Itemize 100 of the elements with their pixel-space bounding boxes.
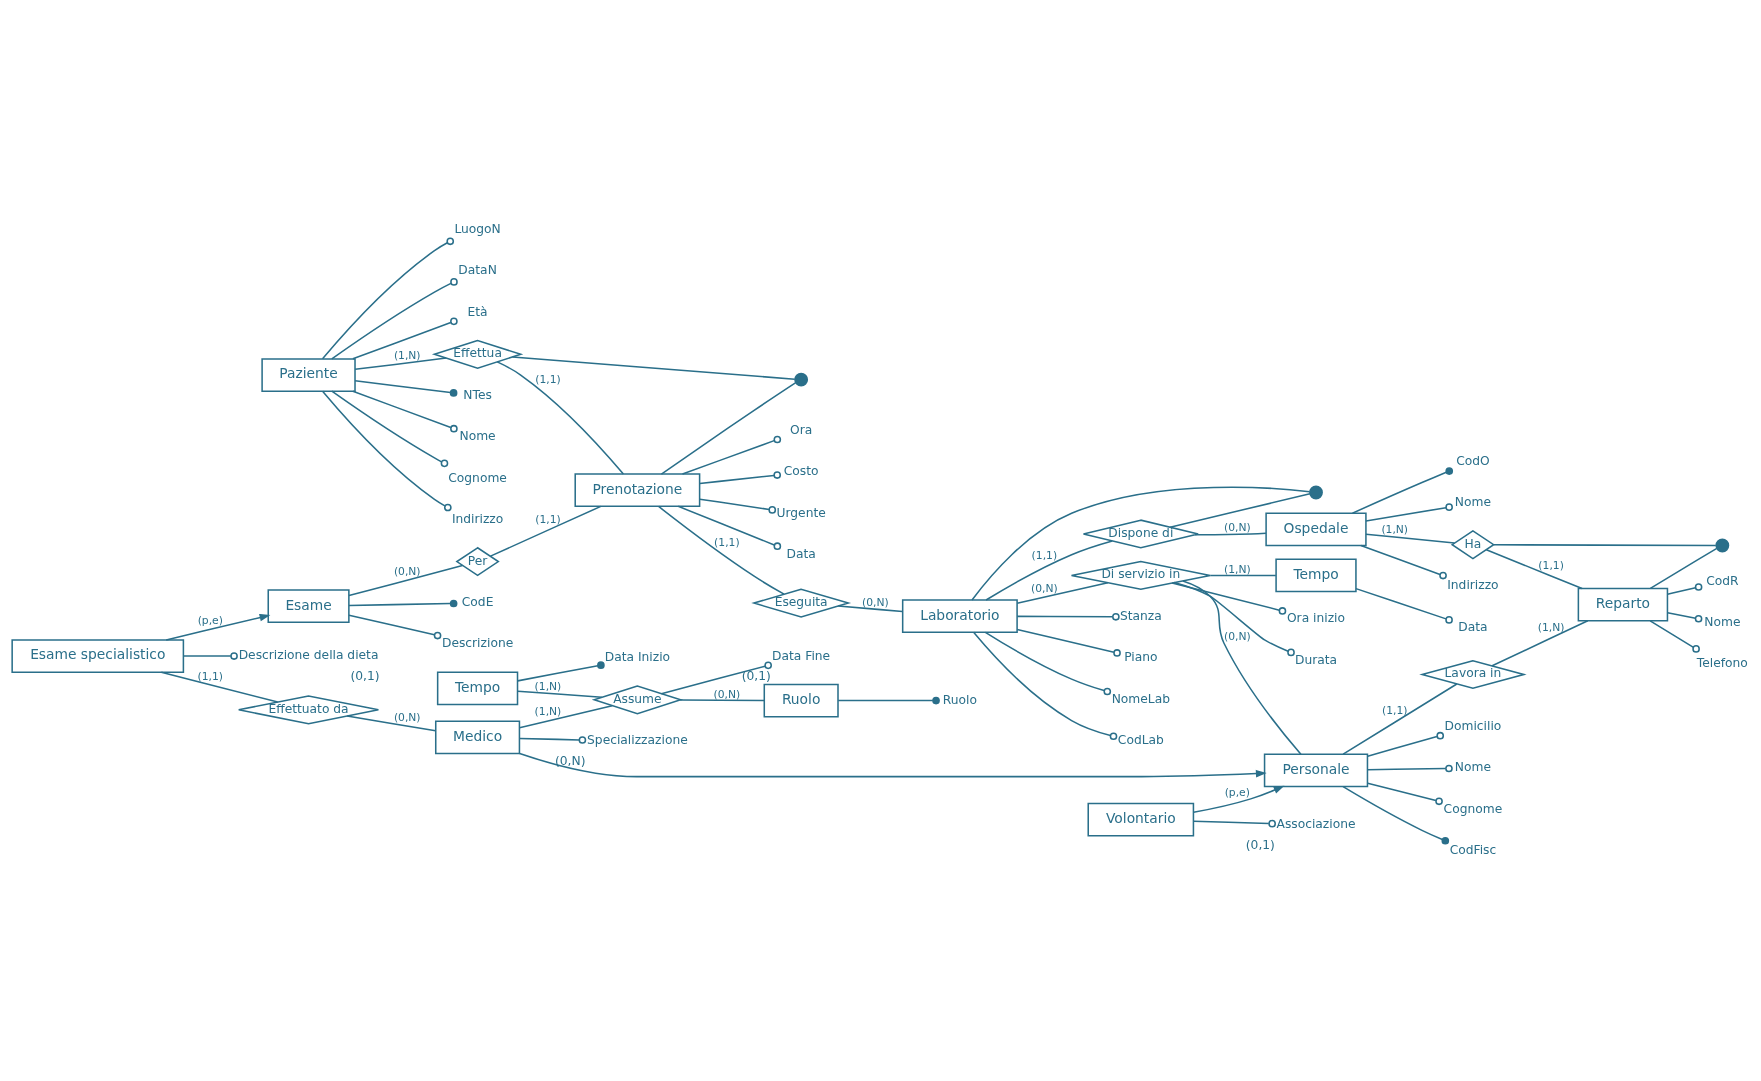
connector: [348, 599, 458, 608]
edge-label: (0,N): [713, 687, 741, 701]
node-text: CodFisc: [1449, 843, 1497, 858]
connector: [518, 736, 587, 744]
node-box: Prenotazione: [574, 473, 701, 508]
node-diamond: Per: [455, 546, 500, 577]
connector: [1366, 782, 1443, 806]
node-text: Descrizione della dieta: [238, 647, 379, 662]
connector: [1360, 544, 1447, 580]
connector: [511, 356, 796, 380]
node-text: Data Inizio: [604, 650, 671, 665]
node-diamond: Dispone di: [1082, 519, 1199, 549]
edge-label: (0,N): [1223, 630, 1251, 644]
node-text: Indirizzo: [451, 512, 504, 527]
edge-label: (1,1): [535, 513, 561, 527]
connector: [1355, 587, 1453, 624]
connector: [1016, 612, 1120, 621]
connector: [1493, 544, 1717, 547]
edge-label: (1,1): [1538, 558, 1564, 572]
node-text: Data: [1458, 619, 1488, 634]
edge-label: (1,N): [534, 705, 562, 719]
edge-label: (1,1): [535, 372, 561, 386]
connector: [352, 317, 458, 360]
connector: [1365, 503, 1453, 522]
node-text: Data: [786, 547, 816, 562]
connector: [331, 278, 458, 360]
edge-label: (1,N): [1223, 562, 1251, 576]
connector: [516, 690, 603, 699]
node-diamond: Effettua: [431, 339, 524, 369]
node-text: Stanza: [1119, 608, 1162, 623]
node-text: Cognome: [448, 470, 507, 485]
connector: [1209, 574, 1277, 577]
node-text: Ora: [790, 423, 813, 437]
edge-label: (0,N): [1031, 581, 1058, 595]
node-diamond: Lavora in: [1419, 659, 1527, 690]
arrow: [518, 752, 1267, 778]
node-label: (0,1): [1245, 837, 1275, 852]
node-box: Volontario: [1087, 802, 1195, 837]
arrow: [1192, 785, 1285, 813]
edge-label: (0,N): [393, 564, 421, 578]
connector: [489, 505, 602, 557]
connector: [346, 715, 437, 732]
connector: [1182, 580, 1302, 756]
connector: [698, 471, 782, 485]
connector: [354, 357, 447, 371]
node-text: Nome: [1454, 760, 1492, 775]
node-text: Telefono: [1696, 656, 1748, 671]
arrow: [165, 613, 271, 641]
connector: [660, 381, 797, 475]
node-box: Esame: [267, 589, 350, 624]
node-diamond: Eseguita: [751, 588, 852, 618]
connector: [321, 390, 452, 512]
edge-label: (1,1): [1031, 549, 1058, 563]
node-text: Descrizione: [441, 636, 514, 651]
node-text: Cognome: [1443, 801, 1503, 816]
edge-label: (p,e): [1224, 785, 1250, 799]
node-text: Indirizzo: [1447, 578, 1499, 593]
node-text: CodR: [1706, 573, 1739, 588]
edge-label: (1,N): [1537, 620, 1565, 634]
node-text: Nome: [459, 429, 496, 444]
connector: [1194, 532, 1267, 536]
connector: [1666, 612, 1703, 623]
node-text: LuogoN: [454, 221, 501, 236]
connector: [837, 605, 904, 613]
node-box: Esame specialistico: [11, 639, 185, 673]
connector: [1342, 785, 1450, 845]
connector: [837, 696, 940, 705]
connector: [1485, 549, 1583, 590]
connector: [331, 390, 449, 468]
node-text: Ruolo: [942, 692, 977, 707]
connector: [321, 237, 455, 360]
connector: [1666, 583, 1703, 596]
connector: [1366, 731, 1445, 757]
node-text: Piano: [1124, 650, 1158, 665]
connector: [972, 631, 1118, 741]
edge-label: (1,N): [534, 680, 562, 694]
connector: [1351, 467, 1454, 514]
node-box: Medico: [434, 720, 521, 755]
node-circle: [1309, 485, 1323, 500]
edge-label: (0,N): [393, 711, 421, 725]
connector: [496, 361, 625, 475]
connector: [985, 540, 1114, 601]
edge-label: (1,1): [1381, 703, 1408, 717]
edge-label: (1,1): [197, 670, 224, 684]
connector: [182, 652, 238, 660]
node-label: (0,1): [350, 668, 380, 683]
node-diamond: Di servizio in: [1070, 560, 1211, 591]
node-text: DataN: [458, 263, 497, 278]
node-box: Laboratorio: [901, 599, 1018, 634]
connector: [516, 661, 605, 682]
node-text: CodE: [461, 595, 494, 609]
node-text: CodLab: [1117, 733, 1164, 748]
node-box: Paziente: [261, 358, 356, 392]
node-text: Domicilio: [1444, 718, 1502, 733]
connector: [1171, 582, 1287, 615]
connector: [971, 486, 1311, 601]
node-text: CodO: [1456, 453, 1490, 468]
node-text: NTes: [463, 387, 492, 402]
edge-label: (1,N): [1381, 523, 1409, 537]
node-text: Costo: [783, 464, 819, 479]
